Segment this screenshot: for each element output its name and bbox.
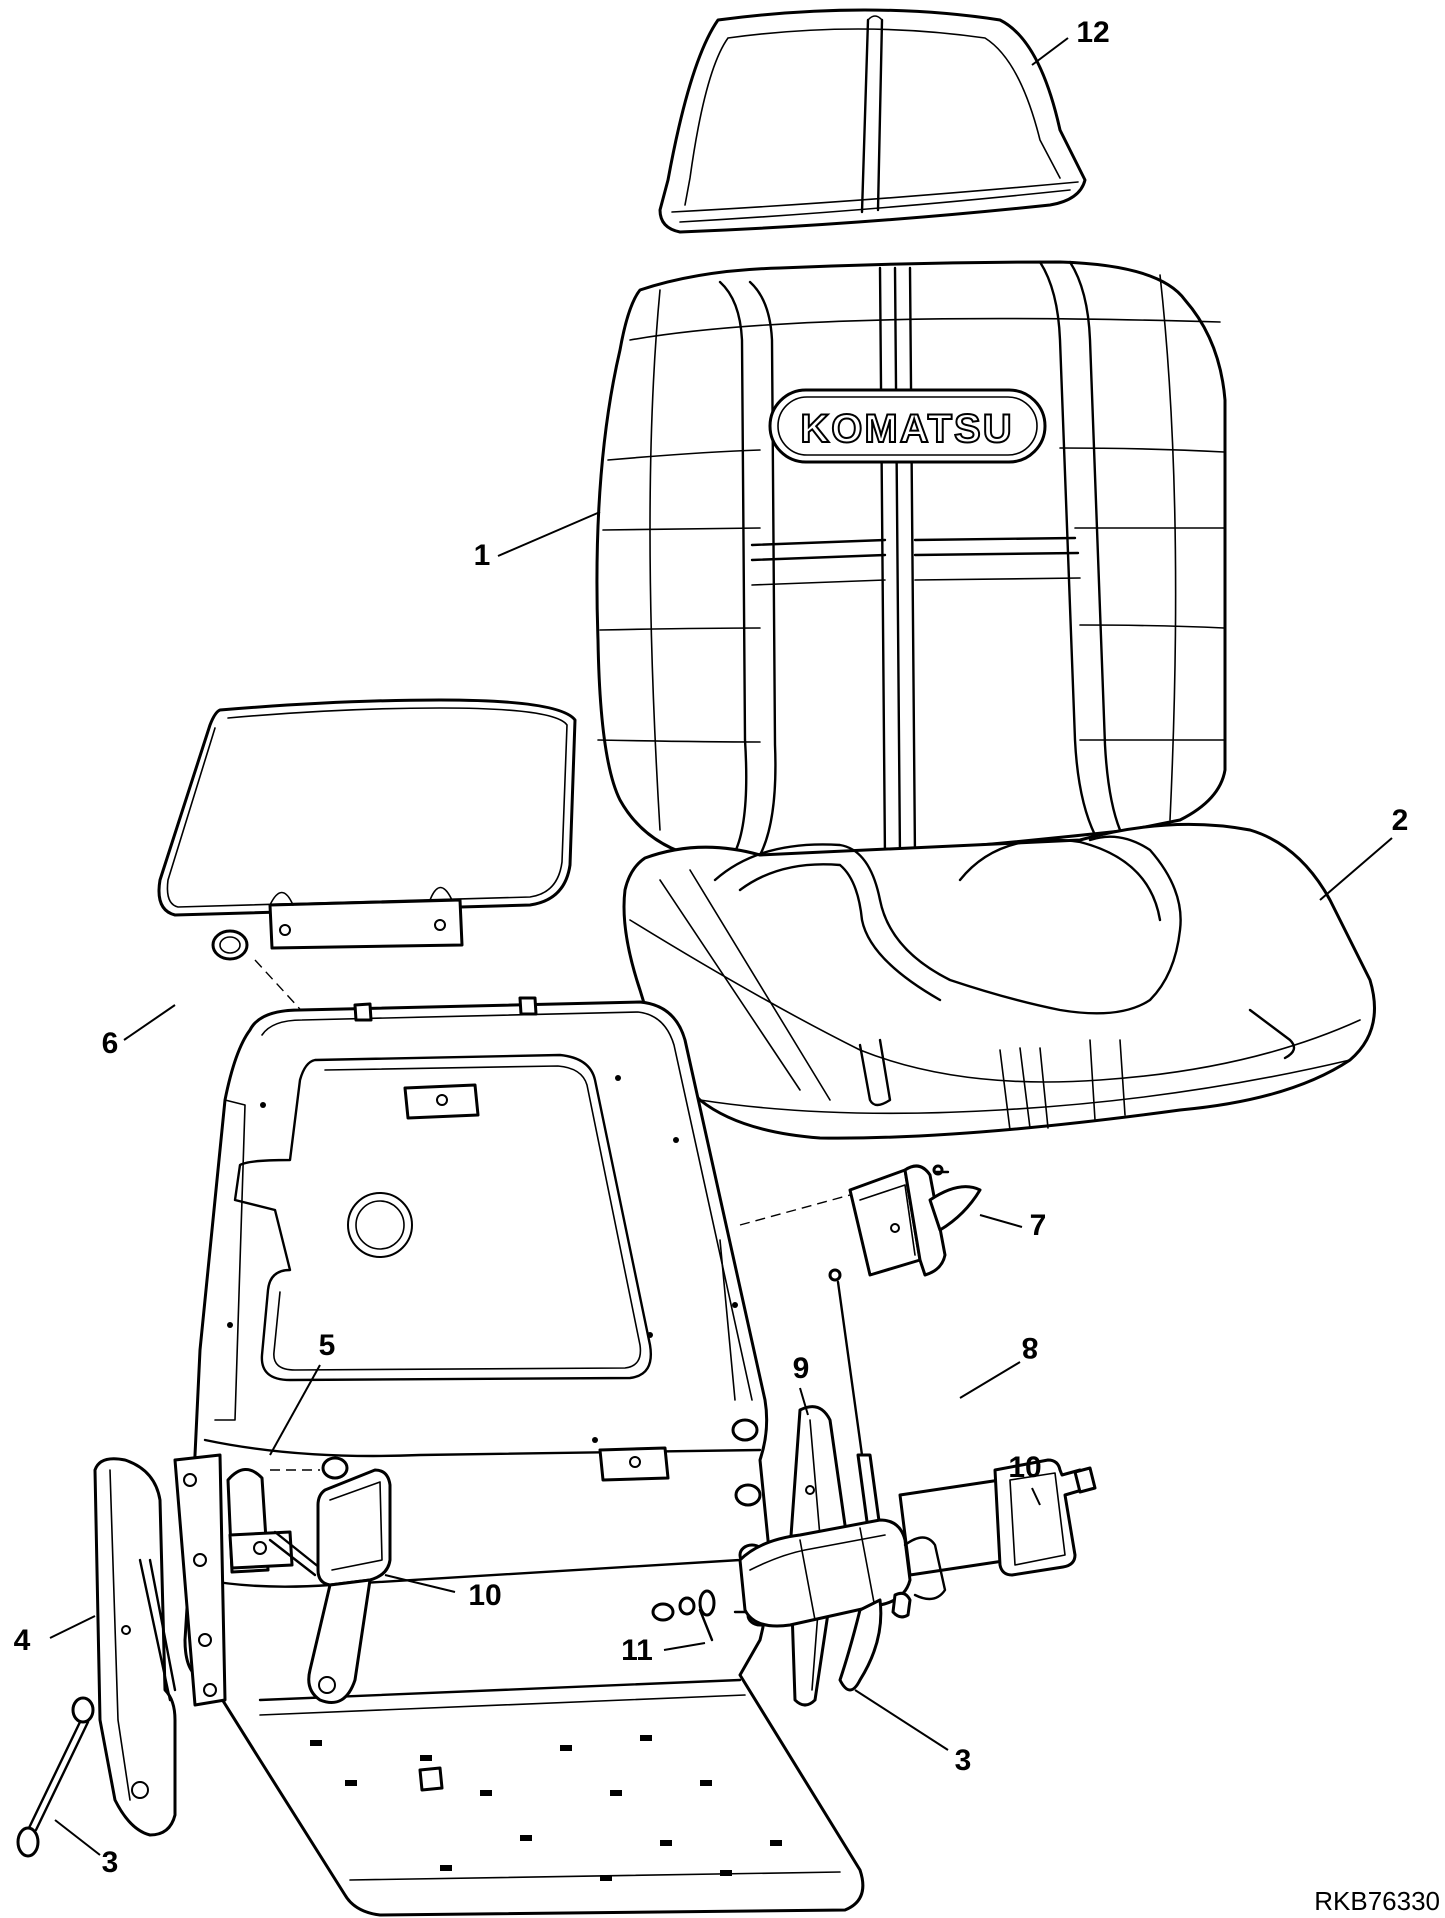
headrest-part-12 bbox=[658, 8, 1087, 234]
callout-1: 1 bbox=[474, 539, 491, 572]
seat-belt-part-10-right bbox=[738, 1458, 1097, 1692]
back-plate bbox=[157, 698, 577, 950]
leader-lines bbox=[49, 37, 1393, 1856]
callout-4: 4 bbox=[14, 1624, 31, 1657]
seat-frame bbox=[183, 996, 865, 1917]
komatsu-logo: KOMATSU bbox=[800, 407, 1013, 451]
callout-3-right: 3 bbox=[955, 1744, 972, 1777]
side-bracket-part-4 bbox=[93, 1453, 227, 1837]
callout-10-right: 10 bbox=[1008, 1451, 1041, 1484]
callout-11: 11 bbox=[621, 1634, 653, 1667]
seat-back-cushion-part-1: KOMATSU bbox=[595, 260, 1227, 862]
belt-buckle-part-10-left bbox=[307, 1468, 392, 1704]
callout-8: 8 bbox=[1022, 1331, 1039, 1364]
callout-12: 12 bbox=[1076, 16, 1109, 49]
callout-labels: 12 1 2 6 7 8 9 5 10 10 11 4 3 3 bbox=[14, 16, 1409, 1879]
belt-retractor-part-7 bbox=[739, 1164, 982, 1277]
callout-2: 2 bbox=[1392, 804, 1409, 837]
callout-3-left: 3 bbox=[102, 1846, 119, 1879]
callout-10-left: 10 bbox=[468, 1579, 501, 1612]
callout-9: 9 bbox=[793, 1352, 810, 1385]
callout-6: 6 bbox=[102, 1027, 119, 1060]
callout-5: 5 bbox=[319, 1329, 336, 1362]
bolt-washer-part-11 bbox=[651, 1589, 716, 1642]
latch-part-5 bbox=[226, 1456, 349, 1577]
rod-part-3-left bbox=[16, 1696, 95, 1858]
figure-id: RKB76330 bbox=[1314, 1886, 1440, 1916]
callout-7: 7 bbox=[1030, 1209, 1047, 1242]
seat-cushion-part-2 bbox=[622, 822, 1376, 1140]
